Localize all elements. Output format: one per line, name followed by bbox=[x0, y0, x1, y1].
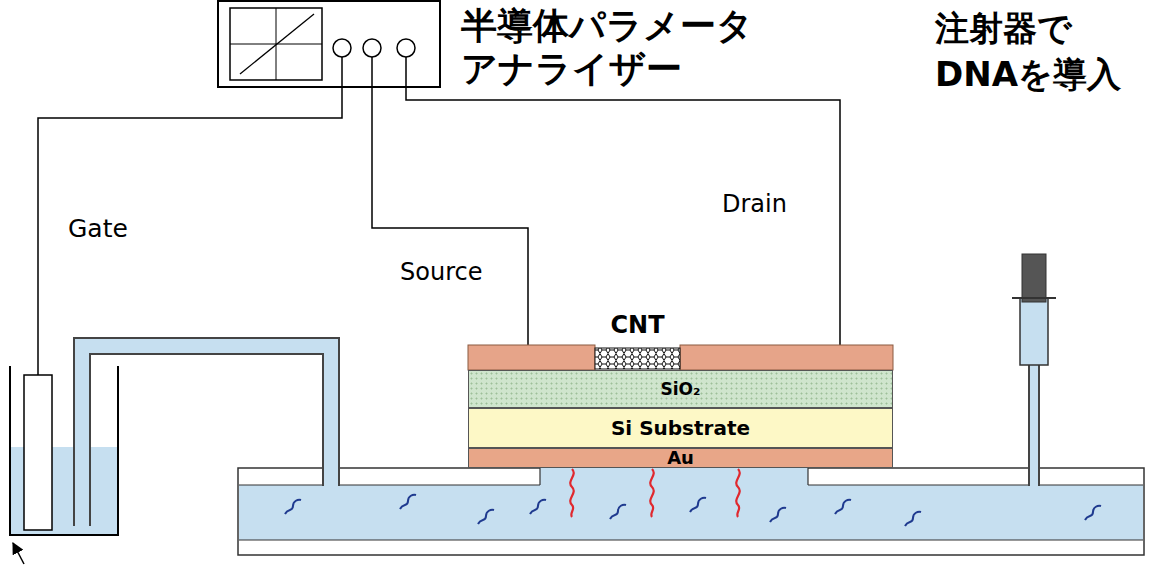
syringe-needle bbox=[1028, 364, 1040, 486]
source-electrode bbox=[468, 345, 595, 370]
terminal bbox=[333, 39, 351, 57]
layer-name: Au bbox=[667, 449, 694, 467]
cnt-mesh bbox=[595, 348, 680, 369]
target-dna bbox=[530, 500, 546, 514]
probe-dna bbox=[650, 469, 653, 517]
layer-name: SiO₂ bbox=[661, 381, 701, 398]
tube-fluid bbox=[82, 346, 331, 527]
sensing-opening bbox=[540, 467, 808, 486]
terminal-name: Source bbox=[400, 258, 482, 287]
gold-layer: Au bbox=[468, 448, 893, 468]
channel-wall bbox=[239, 539, 1143, 540]
cnt-channel: CNT bbox=[595, 345, 680, 369]
terminal bbox=[397, 39, 415, 57]
target-dna bbox=[285, 500, 301, 514]
substrate-layer: Si Substrate bbox=[468, 408, 893, 448]
beaker bbox=[10, 366, 118, 535]
target-dna bbox=[690, 498, 706, 512]
target-dna bbox=[1085, 506, 1101, 520]
syringe-flange bbox=[1012, 297, 1056, 299]
channel-fluid bbox=[239, 485, 1143, 540]
oxide-layer: SiO₂ bbox=[468, 370, 893, 408]
pointer-arrow bbox=[13, 543, 24, 564]
channel-wall bbox=[807, 468, 808, 485]
drain-wire bbox=[406, 57, 840, 345]
target-dna bbox=[905, 512, 921, 526]
gate-wire bbox=[38, 57, 342, 375]
target-dna bbox=[478, 510, 494, 524]
target-dna bbox=[835, 500, 851, 514]
target-dna bbox=[610, 505, 626, 519]
drain-electrode bbox=[680, 345, 893, 370]
terminal-name: Drain bbox=[722, 190, 787, 219]
terminal-name: Gate bbox=[68, 214, 128, 244]
probe-dna bbox=[570, 469, 573, 517]
target-dna bbox=[400, 495, 416, 509]
injection-note: 注射器で DNAを導入 bbox=[935, 6, 1121, 98]
tube bbox=[82, 346, 331, 526]
syringe-barrel bbox=[1020, 298, 1048, 365]
screen-curve bbox=[240, 14, 314, 74]
layer-name: Si Substrate bbox=[611, 418, 750, 438]
target-dna bbox=[770, 508, 786, 522]
channel-wall bbox=[808, 484, 1143, 485]
syringe-plunger bbox=[1022, 254, 1046, 302]
channel-wall bbox=[539, 468, 540, 485]
terminal bbox=[363, 39, 381, 57]
gate-electrode bbox=[24, 375, 52, 530]
parameter-analyzer: 半導体パラメータ アナライザー bbox=[217, 0, 441, 88]
flow-channel bbox=[238, 468, 1144, 555]
device-heading: 半導体パラメータ アナライザー bbox=[461, 4, 753, 90]
analyzer-screen bbox=[230, 8, 322, 80]
cnt-label: CNT bbox=[610, 313, 664, 337]
channel-wall bbox=[239, 484, 540, 485]
syringe-needle-fluid bbox=[1030, 364, 1038, 487]
probe-dna bbox=[736, 469, 739, 517]
